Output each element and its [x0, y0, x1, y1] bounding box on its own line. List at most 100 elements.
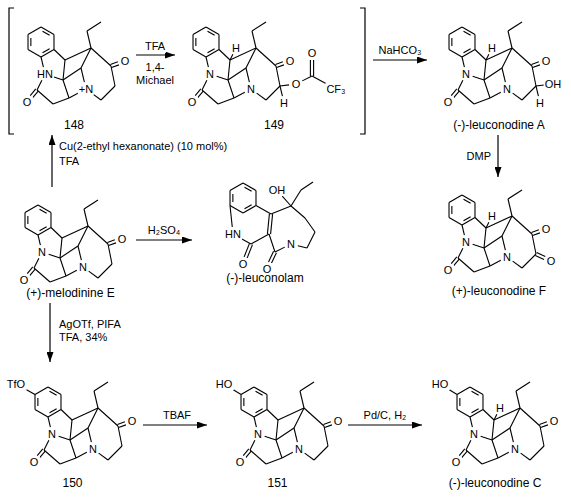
- bond-line: [536, 86, 538, 96]
- atom-label: O: [333, 415, 344, 427]
- bond-line: [66, 270, 77, 276]
- bond-line: [84, 200, 98, 209]
- bond-line: [37, 449, 43, 456]
- bond-line: [271, 206, 291, 214]
- bond-line: [218, 35, 219, 50]
- bond-line: [89, 271, 98, 278]
- bond-line: [271, 214, 273, 234]
- bond-line: [243, 206, 256, 214]
- bond-line: [255, 191, 256, 206]
- bond-line: [27, 216, 28, 224]
- bond-line: [451, 89, 457, 96]
- atom-label: N: [502, 251, 512, 263]
- bond-line: [482, 458, 498, 464]
- atom-label: TfO: [6, 378, 26, 390]
- bond-line: [252, 22, 266, 31]
- bond-line: [117, 422, 124, 425]
- bond-line: [53, 98, 69, 104]
- atom-label: O: [307, 47, 318, 59]
- bond-line: [276, 420, 278, 440]
- bond-line: [44, 440, 49, 450]
- bond-line: [28, 27, 41, 35]
- bond-line: [243, 398, 244, 406]
- bond-line: [314, 446, 328, 460]
- bond-line: [449, 195, 462, 203]
- atom-label: O: [546, 255, 557, 267]
- bond-line: [27, 35, 28, 50]
- bond-line: [257, 93, 266, 100]
- bond-line: [280, 86, 282, 96]
- bond-line: [54, 50, 65, 61]
- atom-label: CF₃: [325, 83, 346, 95]
- bond-line: [298, 246, 307, 248]
- bond-line: [63, 80, 69, 98]
- bond-line: [119, 425, 126, 428]
- bond-line: [88, 226, 108, 244]
- atom-label: O: [120, 55, 131, 67]
- atom-label: O: [541, 55, 552, 67]
- atom-label: O: [291, 78, 302, 90]
- bond-line: [449, 50, 462, 58]
- atom-label: N: [294, 443, 304, 455]
- bond-line: [481, 436, 492, 440]
- compound: (+)-leuconodine F: [430, 180, 568, 298]
- bond-line: [193, 50, 206, 58]
- bond-line: [41, 50, 54, 58]
- bond-line: [282, 196, 291, 206]
- bond-line: [243, 449, 249, 456]
- bond-line: [38, 205, 51, 213]
- bond-line: [451, 38, 452, 46]
- bond-line: [65, 48, 91, 60]
- bond-line: [63, 68, 81, 80]
- atom-label: N: [461, 236, 471, 248]
- atom-label: N: [47, 428, 57, 440]
- bond-line: [88, 408, 98, 428]
- bond-line: [60, 395, 61, 410]
- bond-line: [234, 92, 245, 98]
- bond-line: [301, 182, 313, 190]
- bond-line: [464, 49, 471, 53]
- bond-line: [25, 205, 38, 213]
- bond-line: [108, 244, 112, 264]
- reaction-arrow: [136, 54, 175, 55]
- bond-line: [87, 22, 101, 31]
- bond-line: [473, 244, 484, 248]
- bond-line: [98, 264, 112, 278]
- bond-line: [457, 387, 470, 395]
- atom-label: H: [279, 97, 289, 109]
- bond-line: [251, 234, 269, 244]
- atom-label: +N: [78, 83, 94, 95]
- bond-line: [278, 408, 304, 420]
- bond-line: [195, 89, 201, 96]
- compound-name: (+)-leuconodine F: [450, 284, 548, 298]
- atom-label: H: [487, 42, 497, 54]
- bond-line: [267, 410, 278, 421]
- bond-line: [483, 410, 494, 421]
- bond-line: [510, 408, 520, 428]
- bond-line: [484, 236, 502, 248]
- bond-line: [531, 230, 538, 233]
- atom-label: HN: [36, 68, 54, 80]
- bond-line: [474, 35, 475, 50]
- bond-line: [490, 92, 501, 98]
- reagent-label: NaHCO₃: [378, 44, 423, 57]
- structure-drawing: [27, 382, 126, 464]
- bond-line: [43, 31, 50, 35]
- bond-line: [513, 93, 522, 100]
- bond-line: [492, 440, 498, 458]
- bond-line: [300, 391, 304, 408]
- bond-line: [208, 49, 215, 53]
- compound: (-)-leuconodine A: [430, 12, 568, 132]
- bond-line: [27, 267, 33, 274]
- bond-line: [49, 254, 60, 258]
- bond-line: [475, 218, 486, 229]
- bond-line: [246, 48, 256, 68]
- bond-line: [62, 226, 88, 238]
- bond-line: [30, 89, 36, 96]
- reaction-arrow: [497, 135, 498, 177]
- bond-line: [484, 248, 490, 266]
- bond-line: [482, 395, 483, 410]
- bond-line: [233, 390, 241, 395]
- bond-line: [269, 234, 275, 252]
- bond-line: [512, 48, 532, 66]
